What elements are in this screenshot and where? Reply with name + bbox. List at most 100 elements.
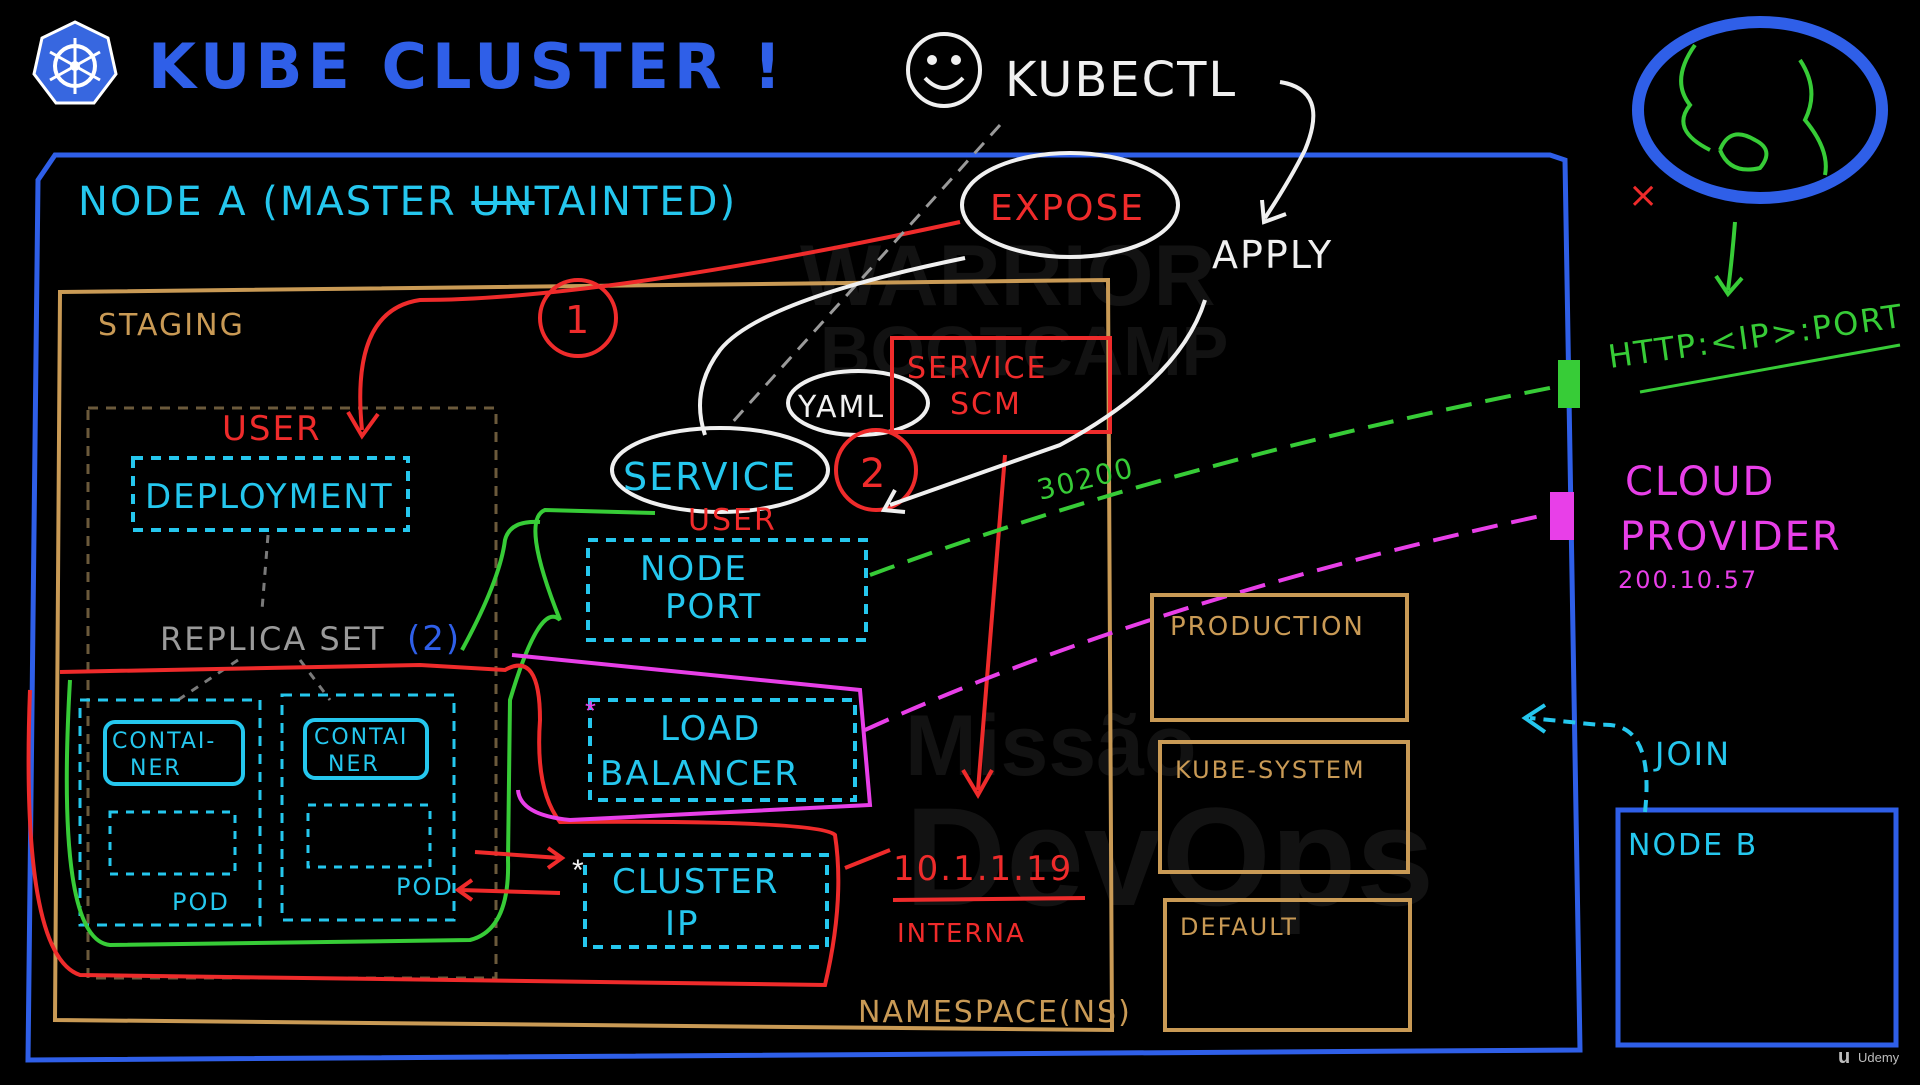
clusterip-star-icon: *: [572, 854, 584, 887]
loadbalancer-line2: BALANCER: [600, 754, 800, 794]
container-1-label-line2: NER: [130, 756, 182, 781]
nodeport-selector-loop: [64, 507, 656, 948]
nodeport-line1: NODE: [640, 549, 748, 589]
namespace-production-box: [1150, 593, 1409, 722]
replicaset-to-pod1-link: [177, 658, 239, 702]
node-a-label: NODE A (MASTER UNTAINTED): [78, 179, 737, 225]
service-oval: [610, 426, 830, 514]
watermark-warrior: WARRIOR: [800, 228, 1216, 324]
http-port-marker: [1558, 360, 1580, 408]
internet-globe-icon: [1632, 16, 1888, 204]
cloud-port-marker: [1550, 492, 1574, 540]
service-scm-line1: SERVICE: [907, 351, 1047, 386]
apply-to-service-arrow: [889, 299, 1207, 507]
replica-set-label: REPLICA SET: [160, 620, 386, 658]
kubectl-label: KUBECTL: [1005, 52, 1237, 108]
replica-count-label: (2): [407, 619, 461, 659]
marker-1-label: 1: [565, 298, 591, 342]
replicaset-region: [86, 406, 498, 980]
kubectl-to-apply-arrowhead: [1260, 199, 1287, 225]
join-arrowhead: [1521, 703, 1547, 734]
marker-1-circle: [538, 278, 618, 358]
blocked-x-mark: ×: [1628, 175, 1660, 216]
clusterip-line1: CLUSTER: [612, 862, 779, 902]
deployment-to-replicaset-link: [260, 534, 270, 611]
apply-label: APPLY: [1212, 233, 1333, 277]
internal-ip-arrow: [844, 848, 891, 870]
node-a-label-head: NODE A (MASTER: [78, 179, 471, 225]
pod-2-label: POD: [396, 873, 454, 901]
loadbalancer-line1: LOAD: [660, 709, 761, 749]
service-scm-box: [890, 336, 1112, 434]
node-a-label-struck: UN: [471, 179, 534, 225]
expose-label: EXPOSE: [990, 188, 1145, 229]
pod-2-slot: [306, 803, 432, 869]
join-arrow: [1529, 716, 1649, 813]
kubectl-to-apply-arrow: [1263, 80, 1316, 220]
nodeport-selector-tail: [460, 519, 541, 651]
container-1-box: [103, 720, 245, 786]
loadbalancer-star-icon: *: [585, 695, 596, 726]
loadbalancer-selector-loop: [511, 653, 873, 823]
container-2-box: [303, 718, 429, 780]
clusterip-to-pod-arrow: [459, 888, 561, 895]
nodeport-to-http-dashed: [869, 383, 1566, 577]
namespace-label: NAMESPACE(NS): [858, 995, 1132, 1030]
node-a-box: [25, 152, 1583, 1063]
container-2-label-line1: CONTAI: [314, 725, 408, 750]
node-b-label: NODE B: [1628, 828, 1758, 863]
user-label-top: USER: [222, 409, 322, 449]
service-label: SERVICE: [623, 455, 797, 499]
watermark-missao: Missão: [905, 698, 1197, 794]
loadbalancer-box: [588, 698, 857, 802]
scm-down-arrowhead: [961, 768, 994, 799]
namespace-kube-system-box: [1158, 740, 1410, 874]
pod-1-slot: [108, 810, 237, 876]
service-scm-line2: SCM: [950, 387, 1022, 422]
udemy-brand-label: Udemy: [1858, 1050, 1900, 1065]
pod-1-label: POD: [172, 888, 230, 916]
watermark-group: WARRIOR BOOTCAMP Missão DevOps: [800, 228, 1434, 935]
smiley-face-icon: [906, 32, 982, 108]
namespace-kube-system-label: KUBE-SYSTEM: [1175, 756, 1366, 784]
watermark-bootcamp: BOOTCAMP: [820, 312, 1228, 390]
pod-to-clusterip-arrowhead: [546, 846, 566, 870]
page-title: KUBE CLUSTER !: [148, 30, 787, 103]
staging-label: STAGING: [98, 308, 245, 343]
user-label-service: USER: [688, 503, 777, 538]
clusterip-selector-loop: [26, 662, 841, 988]
svg-text:u: u: [1838, 1046, 1850, 1068]
globe-arrowhead: [1714, 274, 1744, 298]
internal-label: INTERNA: [897, 919, 1026, 949]
namespace-default-label: DEFAULT: [1180, 913, 1298, 941]
pod-to-clusterip-arrow: [474, 850, 561, 860]
internal-ip-underline: [892, 896, 1086, 902]
internal-ip-label: 10.1.1.19: [893, 849, 1073, 889]
cloud-line2: PROVIDER: [1620, 514, 1842, 560]
join-label: JOIN: [1653, 735, 1731, 773]
expose-to-deployment-arrowhead: [346, 410, 380, 440]
container-1-label-line1: CONTAI-: [112, 729, 216, 754]
namespace-production-label: PRODUCTION: [1170, 612, 1365, 642]
clusterip-to-pod-arrowhead: [454, 878, 474, 902]
nodeport-box: [586, 538, 868, 642]
kubectl-to-service-dashed: [728, 123, 1002, 427]
container-2-label-line2: NER: [328, 752, 380, 777]
namespace-default-box: [1163, 898, 1412, 1032]
expose-oval: [960, 151, 1180, 259]
staging-namespace-box: [52, 277, 1115, 1033]
nodeport-line2: PORT: [665, 587, 762, 627]
yaml-label: YAML: [797, 390, 885, 425]
marker-2-circle: [834, 428, 918, 512]
expose-to-service-arrow: [698, 256, 966, 436]
cloud-ip-label: 200.10.57: [1618, 566, 1758, 594]
clusterip-line2: IP: [665, 904, 700, 944]
pod-1-box: [78, 698, 262, 927]
scm-down-arrow: [976, 454, 1007, 791]
node-a-label-tail: TAINTED): [534, 179, 738, 225]
clusterip-box: [583, 853, 829, 949]
deployment-label: DEPLOYMENT: [145, 477, 394, 517]
kubernetes-wheel-icon: [32, 20, 118, 105]
